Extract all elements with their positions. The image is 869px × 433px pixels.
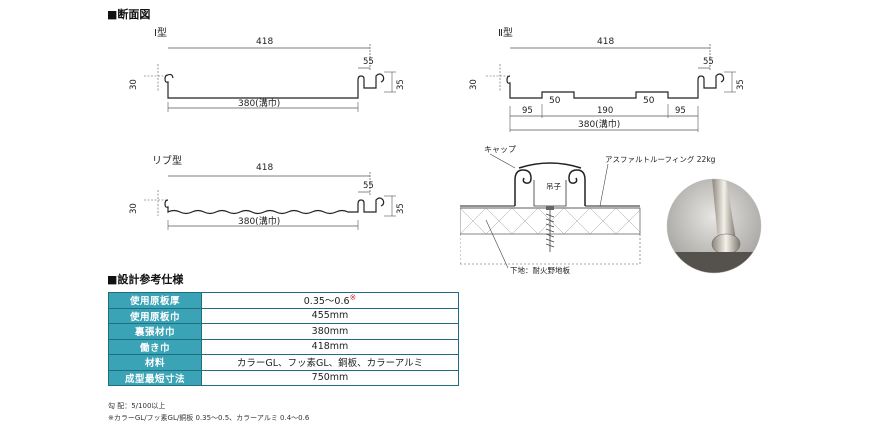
rib-width: 418 [256,163,273,173]
rib-profile-diagram: リブ型 418 55 30 35 380(溝巾) [129,154,406,230]
type1-width: 418 [256,37,273,47]
clip-label: 吊子 [546,182,561,191]
type2-pitch-mid: 190 [597,106,613,116]
spec-label: 裏張材巾 [108,323,202,340]
substrate-label: 下地：耐火野地板 [510,265,570,275]
type1-height-right: 35 [396,79,406,90]
product-photo [666,178,762,274]
type2-height-right: 35 [736,79,746,90]
type1-height-left: 30 [129,79,139,90]
materials-note: ※カラーGL/フッ素GL/銅板 0.35～0.5、カラーアルミ 0.4～0.6 [108,414,310,422]
table-row: 材料 カラーGL、フッ素GL、銅板、カラーアルミ [108,354,459,371]
type2-pitch-left: 95 [522,106,533,116]
type2-height-left: 30 [469,79,479,90]
spec-heading: ■設計参考仕様 [107,273,184,286]
table-row: 成型最短寸法 750mm [108,369,459,386]
type2-groove: 380(溝巾) [578,118,620,130]
rib-seam: 55 [363,181,374,191]
spec-value: 418mm [201,338,459,355]
star-mark: ※ [349,293,357,303]
rib-height-left: 30 [129,203,139,214]
rib-label: リブ型 [152,154,182,167]
type1-profile-diagram: Ⅰ型 418 55 30 35 380(溝巾) [129,26,406,112]
spec-label: 使用原板巾 [108,307,202,324]
spec-label: 材料 [108,354,202,371]
spec-label: 成型最短寸法 [108,369,202,386]
type2-rib-b: 50 [643,96,655,106]
cap-label: キャップ [484,145,516,154]
table-row: 使用原板巾 455mm [108,307,459,324]
type1-seam: 55 [363,57,374,67]
table-row: 働き巾 418mm [108,338,459,355]
spec-value: 750mm [201,369,459,386]
type2-pitch-right: 95 [675,106,686,116]
type2-rib-a: 50 [549,96,561,106]
spec-value: 0.35～0.6 [303,296,350,308]
spec-value: カラーGL、フッ素GL、銅板、カラーアルミ [201,354,459,371]
spec-value: 380mm [201,323,459,340]
rib-height-right: 35 [396,203,406,214]
spec-table: 使用原板厚 0.35～0.6※ 使用原板巾 455mm 裏張材巾 380mm 働… [108,292,459,386]
type2-label: Ⅱ型 [498,26,513,39]
spec-label: 働き巾 [108,338,202,355]
type2-width: 418 [597,37,614,47]
type1-label: Ⅰ型 [154,26,167,39]
installation-detail-diagram: キャップ 吊子 アスファルトルーフィング 22kg 下地：耐火野地板 [460,145,716,275]
type1-groove: 380(溝巾) [238,97,280,109]
asphalt-label: アスファルトルーフィング 22kg [605,154,716,164]
slope-note: 勾 配：5/100以上 [108,402,166,410]
spec-value: 455mm [201,307,459,324]
table-row: 裏張材巾 380mm [108,323,459,340]
table-row: 使用原板厚 0.35～0.6※ [108,292,459,309]
spec-label: 使用原板厚 [108,292,202,309]
cross-section-heading: ■断面図 [107,8,151,21]
rib-groove: 380(溝巾) [238,215,280,227]
spec-value-cell: 0.35～0.6※ [201,292,459,309]
type2-seam: 55 [703,57,714,67]
type2-profile-diagram: Ⅱ型 418 55 30 35 50 50 95 190 95 380(溝巾) [469,26,746,132]
